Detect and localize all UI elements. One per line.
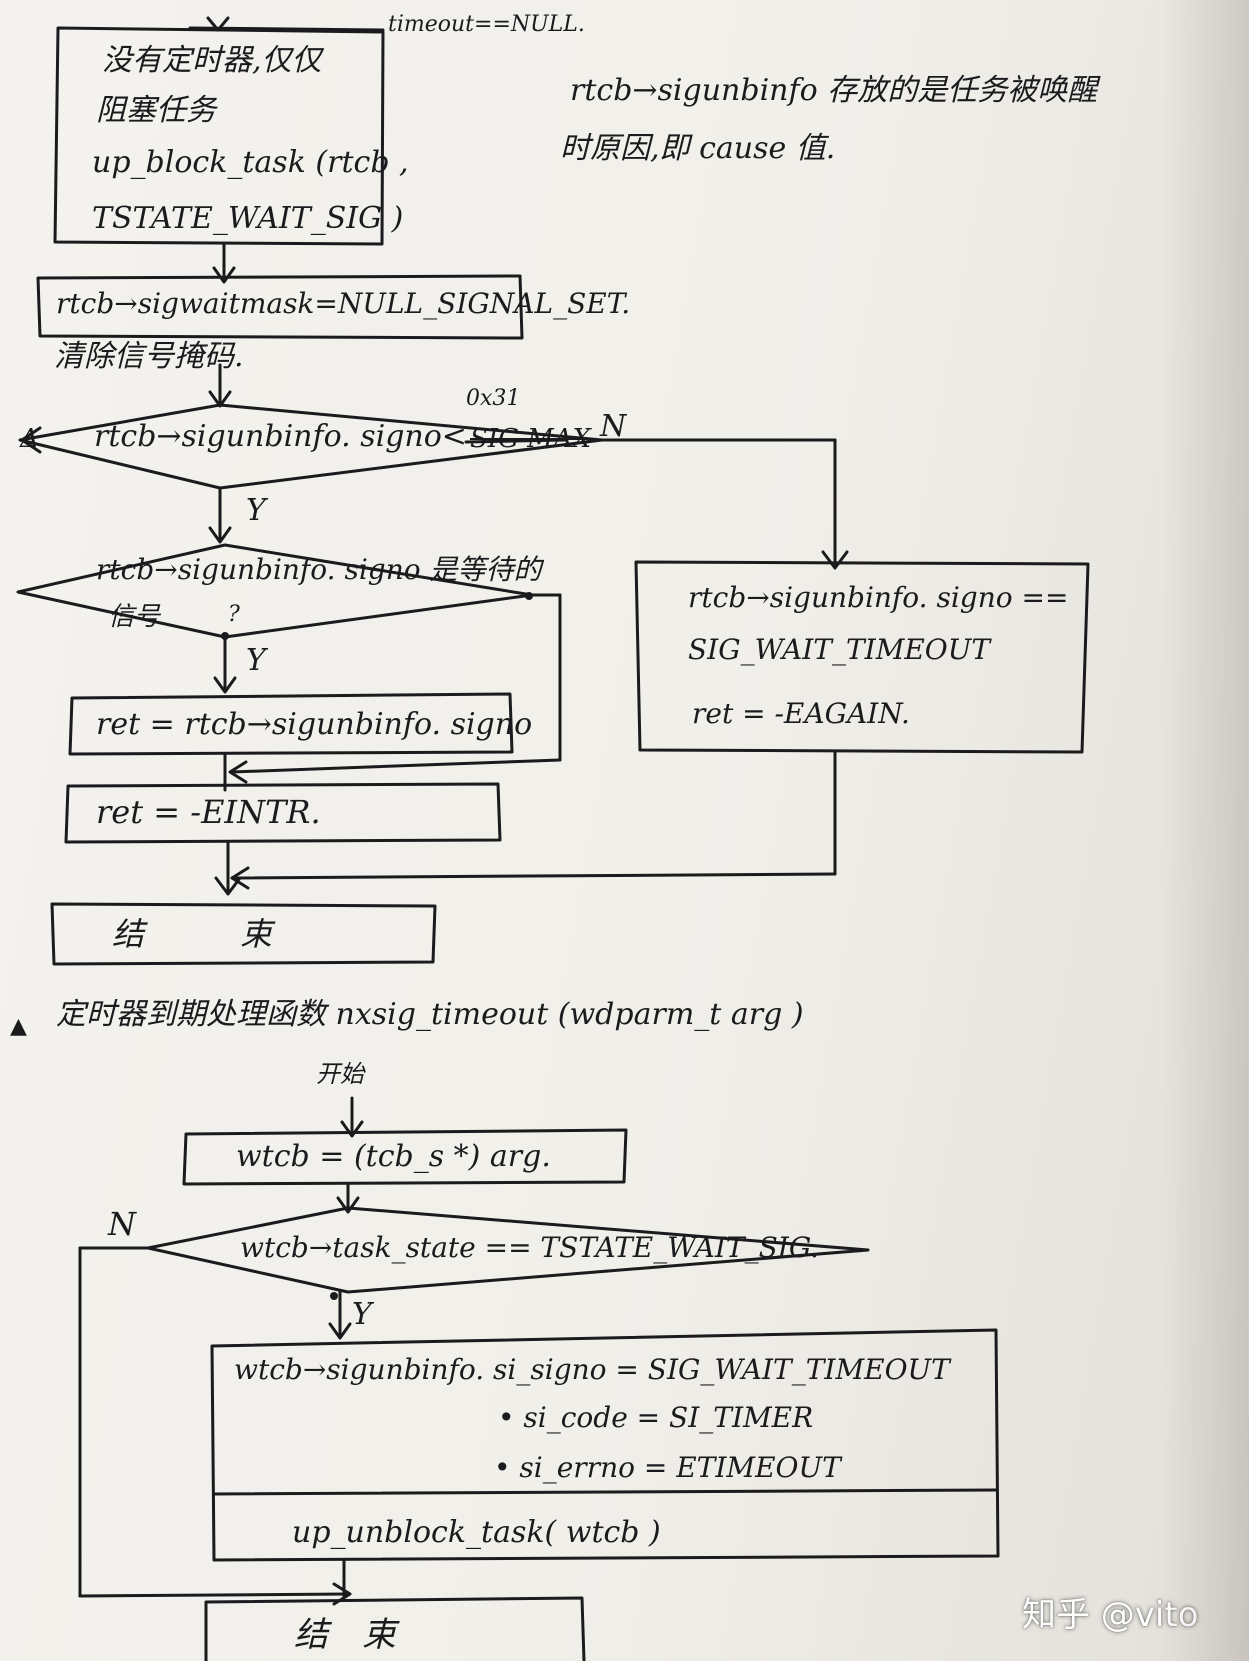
timeout-line-3: ret = -EAGAIN.	[692, 697, 910, 730]
timeout-line-2: SIG_WAIT_TIMEOUT	[688, 633, 991, 666]
decision3-condition: wtcb→task_state == TSTATE_WAIT_SIG.	[240, 1231, 820, 1264]
start-label: 开始	[316, 1060, 364, 1088]
assign-line-3: • si_errno = ETIMEOUT	[494, 1451, 841, 1484]
sigwait-caption: 清除信号掩码.	[54, 339, 244, 374]
assign-box-outline	[210, 1328, 1000, 1562]
timeout-line-1: rtcb→sigunbinfo. signo ==	[688, 581, 1069, 614]
decision1-struck: SIG MAX	[470, 424, 592, 454]
wtcb-box-outline	[182, 1128, 628, 1186]
decision3-no-label: N	[108, 1205, 136, 1243]
sigwait-text: rtcb→sigwaitmask=NULL_SIGNAL_SET.	[56, 287, 631, 320]
decision2-question: ?	[228, 602, 240, 627]
end-box-2-outline	[204, 1596, 586, 1661]
decision2-condition-line-2: 信号	[108, 602, 161, 632]
no-timer-line-2: 阻塞任务	[96, 93, 216, 128]
unblock-divider	[212, 1488, 998, 1496]
decision2-condition: rtcb→sigunbinfo. signo 是等待的	[96, 553, 542, 586]
timeout-box-outline	[634, 560, 1090, 754]
ret-signo-box-outline	[68, 692, 514, 756]
junction-dot	[330, 1292, 338, 1300]
top-note: timeout==NULL.	[388, 12, 585, 37]
no-timer-line-4: TSTATE_WAIT_SIG )	[92, 201, 404, 236]
decision1-no-label: N	[600, 409, 627, 444]
no-timer-line-1: 没有定时器,仅仅	[102, 43, 322, 78]
note-right-line-2: 时原因,即 cause 值.	[560, 131, 836, 166]
unblock-text: up_unblock_task( wtcb )	[292, 1515, 661, 1550]
ret-eintr-box-outline	[64, 782, 502, 844]
end-box-1-outline	[50, 902, 437, 966]
decision1-condition: rtcb→sigunbinfo. signo<	[94, 419, 467, 454]
decision3-yes-label: Y	[352, 1297, 372, 1332]
hex-note: 0x31	[466, 386, 521, 411]
note-right-line-1: rtcb→sigunbinfo 存放的是任务被唤醒	[570, 73, 1098, 108]
decision3-outline	[146, 1206, 870, 1294]
no-timer-box-outline	[53, 26, 385, 246]
end-box-2-text: 结 束	[294, 1615, 396, 1655]
entry-line	[188, 26, 385, 32]
wtcb-text: wtcb = (tcb_s *) arg.	[236, 1139, 551, 1174]
zhihu-watermark: 知乎 @vito	[1022, 1595, 1199, 1635]
junction-dot	[525, 592, 533, 600]
decision2-yes-label: Y	[246, 643, 266, 678]
assign-line-1: wtcb→sigunbinfo. si_signo = SIG_WAIT_TIM…	[234, 1353, 950, 1386]
sigwait-box-outline	[36, 274, 524, 340]
assign-line-2: • si_code = SI_TIMER	[498, 1401, 814, 1434]
decision1-left-mark: Δ	[20, 424, 39, 454]
ret-signo-text: ret = rtcb→sigunbinfo. signo	[96, 707, 533, 742]
decision1-yes-label: Y	[246, 493, 266, 528]
end-box-1-text: 结 束	[112, 915, 273, 953]
junction-dot	[221, 632, 229, 640]
no-timer-line-3: up_block_task (rtcb ,	[92, 145, 409, 180]
ret-eintr-text: ret = -EINTR.	[96, 793, 321, 831]
section-heading: 定时器到期处理函数 nxsig_timeout (wdparm_t arg )	[56, 997, 804, 1032]
section-heading-marker: ▲	[10, 1014, 27, 1039]
